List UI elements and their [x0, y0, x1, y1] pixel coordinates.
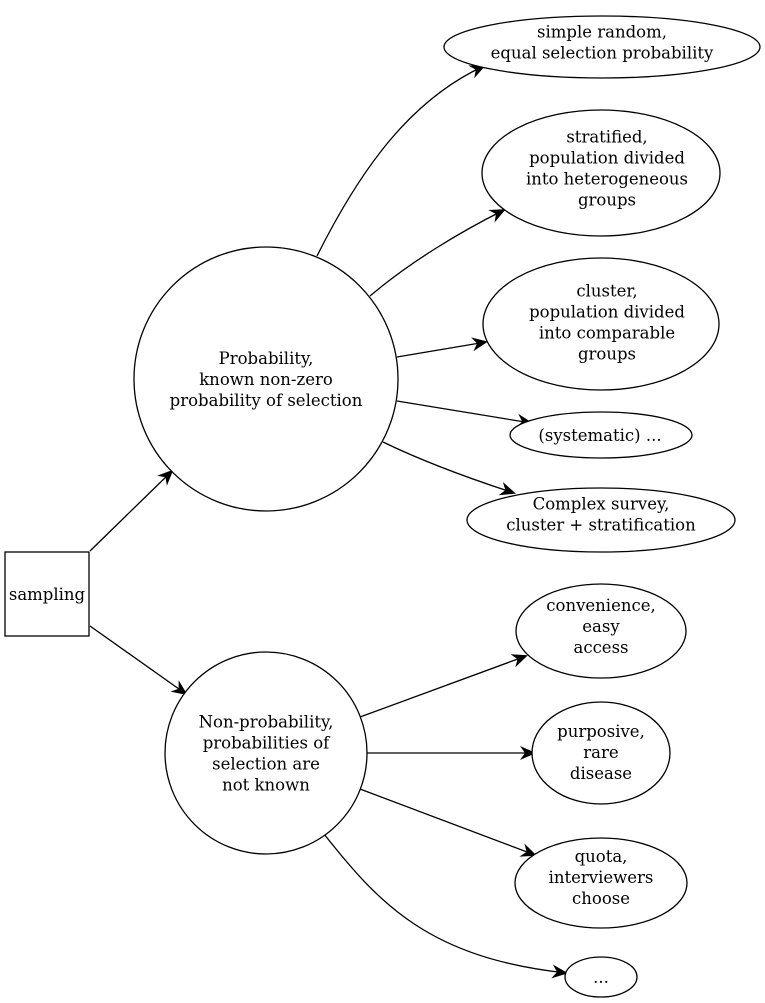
- node-cluster: cluster, population divided into comparabl…: [482, 257, 720, 391]
- cluster-label-line: into comparable: [539, 324, 675, 343]
- other-label-line: ...: [593, 968, 609, 987]
- svg-text:simple random,equal selection: simple random, equal selection probabilit…: [491, 23, 714, 63]
- quota-label-line: choose: [572, 889, 630, 908]
- svg-text:(systematic) ...: (systematic) ...: [538, 426, 661, 445]
- edge-sampling-probability: [89, 469, 174, 552]
- node-quota: quota, interviewers choose: [514, 837, 688, 929]
- edge-probability-stratified: [369, 209, 506, 297]
- cluster-label-line: population divided: [529, 303, 685, 322]
- edge-non-probability-other: [323, 833, 568, 979]
- cluster-label-line: groups: [578, 345, 636, 364]
- complex-survey-label-line: cluster + stratification: [506, 516, 696, 535]
- node-convenience: convenience, easy access: [515, 583, 687, 679]
- node-stratified: stratified, population divided into hetero…: [481, 109, 721, 237]
- quota-label-line: interviewers: [549, 868, 654, 887]
- edge-probability-cluster: [396, 337, 488, 358]
- edge-non-probability-quota: [359, 788, 537, 857]
- non-probability-label-line: Non-probability,: [199, 713, 334, 732]
- non-probability-label-line: selection are: [212, 755, 320, 774]
- purposive-label-line: disease: [570, 764, 632, 783]
- edge-probability-simple-random: [316, 65, 486, 257]
- complex-survey-label-line: Complex survey,: [533, 495, 670, 514]
- edge-probability-systematic: [396, 400, 533, 428]
- node-other: ...: [564, 956, 638, 998]
- svg-text:Non-probability,probabilities: Non-probability, probabilities of selectio…: [199, 713, 334, 795]
- svg-text:...: ...: [593, 968, 609, 987]
- systematic-label-line: (systematic) ...: [538, 426, 661, 445]
- edge-non-probability-convenience: [359, 654, 528, 718]
- edge-sampling-non-probability: [89, 625, 188, 696]
- svg-text:sampling: sampling: [9, 585, 86, 604]
- cluster-label-line: cluster,: [576, 282, 637, 301]
- edge-probability-complex-survey: [382, 441, 516, 496]
- svg-text:Complex survey,cluster + strat: Complex survey, cluster + stratification: [506, 495, 696, 535]
- purposive-label-line: rare: [583, 743, 618, 762]
- node-sampling: sampling: [4, 551, 90, 637]
- stratified-label-line: stratified,: [566, 128, 647, 147]
- node-complex-survey: Complex survey, cluster + stratification: [466, 487, 736, 553]
- non-probability-label-line: not known: [222, 776, 310, 795]
- node-non-probability: Non-probability, probabilities of selectio…: [164, 651, 368, 855]
- probability-label-line: Probability,: [219, 349, 314, 368]
- quota-label-line: quota,: [575, 847, 628, 866]
- sampling-label-line: sampling: [9, 585, 86, 604]
- convenience-label-line: convenience,: [546, 596, 655, 615]
- simple-random-label-line: equal selection probability: [491, 44, 714, 63]
- stratified-label-line: population divided: [529, 149, 685, 168]
- purposive-label-line: purposive,: [557, 722, 645, 741]
- stratified-label-line: groups: [578, 191, 636, 210]
- convenience-label-line: access: [573, 638, 628, 657]
- probability-label-line: known non-zero: [199, 370, 333, 389]
- simple-random-label-line: simple random,: [537, 23, 667, 42]
- convenience-label-line: easy: [582, 617, 620, 636]
- node-systematic: (systematic) ...: [509, 411, 693, 459]
- node-simple-random: simple random, equal selection probabilit…: [443, 15, 761, 79]
- node-probability: Probability, known non-zero probability of…: [133, 246, 399, 512]
- node-purposive: purposive, rare disease: [531, 701, 671, 805]
- stratified-label-line: into heterogeneous: [526, 170, 688, 189]
- non-probability-label-line: probabilities of: [203, 734, 331, 753]
- probability-label-line: probability of selection: [170, 391, 363, 410]
